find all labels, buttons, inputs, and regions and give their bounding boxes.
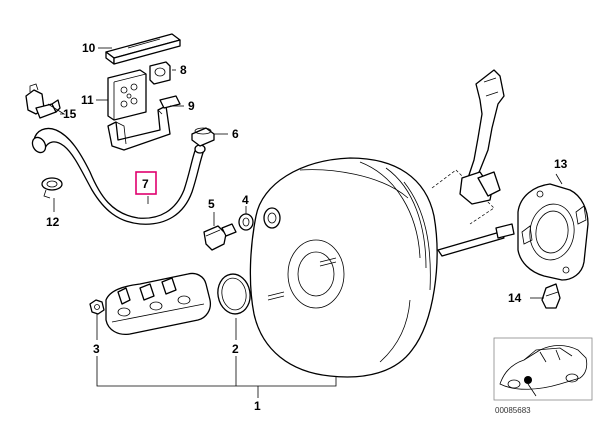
label-part-6[interactable]: 6 xyxy=(232,127,239,141)
part-3-nut-drawing[interactable] xyxy=(89,299,105,315)
label-part-8[interactable]: 8 xyxy=(180,63,187,77)
part-8-grommet-drawing[interactable] xyxy=(149,61,171,85)
part-2-oring-drawing[interactable] xyxy=(215,272,253,317)
part-13-gasket-drawing[interactable] xyxy=(517,183,589,281)
label-part-14[interactable]: 14 xyxy=(508,291,522,305)
label-part-1[interactable]: 1 xyxy=(254,399,261,413)
label-part-15[interactable]: 15 xyxy=(63,107,77,121)
part-9-bracket-drawing[interactable] xyxy=(107,95,181,151)
label-part-5[interactable]: 5 xyxy=(208,197,215,211)
part-labels: 10 8 11 9 15 6 7 12 5 4 13 14 3 2 1 xyxy=(46,41,568,413)
brake-booster-drawing[interactable] xyxy=(249,157,515,378)
part-14-clip-drawing[interactable] xyxy=(541,283,561,309)
label-part-13[interactable]: 13 xyxy=(554,157,568,171)
label-part-4[interactable]: 4 xyxy=(242,193,249,207)
label-part-12[interactable]: 12 xyxy=(46,215,60,229)
master-cylinder-drawing[interactable] xyxy=(105,272,212,336)
selected-part-highlight xyxy=(135,171,157,195)
label-part-10[interactable]: 10 xyxy=(82,41,96,55)
part-12-clip-drawing[interactable] xyxy=(41,177,63,199)
part-7-vacuum-hose-drawing[interactable] xyxy=(30,127,206,225)
label-part-3[interactable]: 3 xyxy=(93,342,100,356)
part-5-elbow-drawing[interactable] xyxy=(203,223,237,251)
part-10-cap-drawing[interactable] xyxy=(105,33,181,65)
brake-pedal-drawing[interactable] xyxy=(459,69,505,205)
label-part-11[interactable]: 11 xyxy=(81,93,94,107)
label-part-2[interactable]: 2 xyxy=(232,342,239,356)
label-part-9[interactable]: 9 xyxy=(188,99,195,113)
part-11-filter-drawing[interactable] xyxy=(107,69,147,121)
part-15-valve-drawing[interactable] xyxy=(25,83,61,119)
leader-lines xyxy=(47,47,563,398)
vehicle-location-inset xyxy=(493,337,593,401)
diagram-reference-number: 00085683 xyxy=(495,406,531,415)
part-4-washer-drawing[interactable] xyxy=(238,213,254,231)
location-marker-icon xyxy=(524,376,532,384)
part-6-fitting-drawing[interactable] xyxy=(191,127,215,147)
label-part-7[interactable]: 7 xyxy=(142,177,149,191)
